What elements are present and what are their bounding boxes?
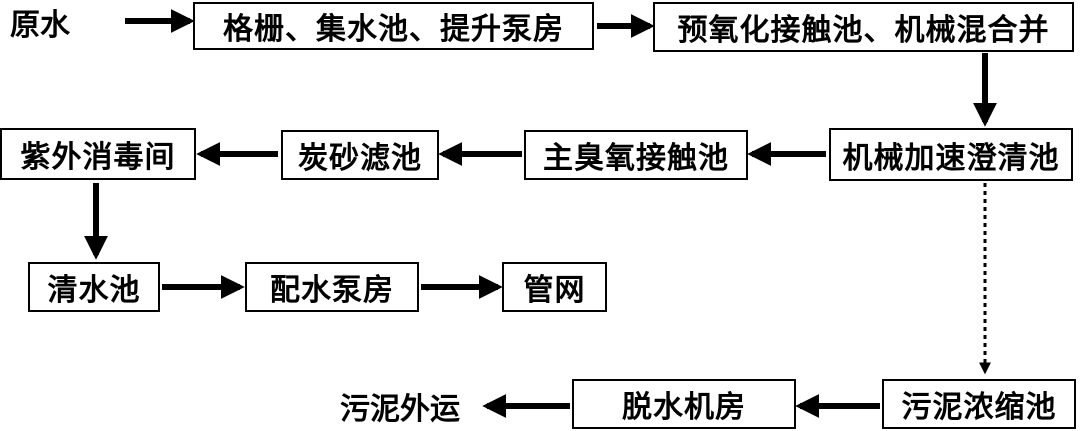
node-ozone-tank: 主臭氧接触池: [524, 130, 748, 180]
node-pump-room: 配水泵房: [245, 262, 419, 312]
node-dewatering-room: 脱水机房: [572, 379, 796, 429]
node-clarifier: 机械加速澄清池: [829, 128, 1073, 181]
node-clear-well: 清水池: [28, 262, 160, 312]
node-raw-water: 原水: [10, 8, 70, 43]
node-uv-room: 紫外消毒间: [0, 128, 196, 180]
node-pipe-network: 管网: [502, 262, 607, 312]
node-sludge-thickener: 污泥浓缩池: [882, 379, 1076, 429]
node-preox-tank: 预氧化接触池、机械混合并: [653, 2, 1074, 52]
node-carbon-filter: 炭砂滤池: [281, 130, 439, 180]
node-screen-tank: 格栅、集水池、提升泵房: [193, 2, 594, 50]
node-sludge-out: 污泥外运: [340, 392, 460, 427]
